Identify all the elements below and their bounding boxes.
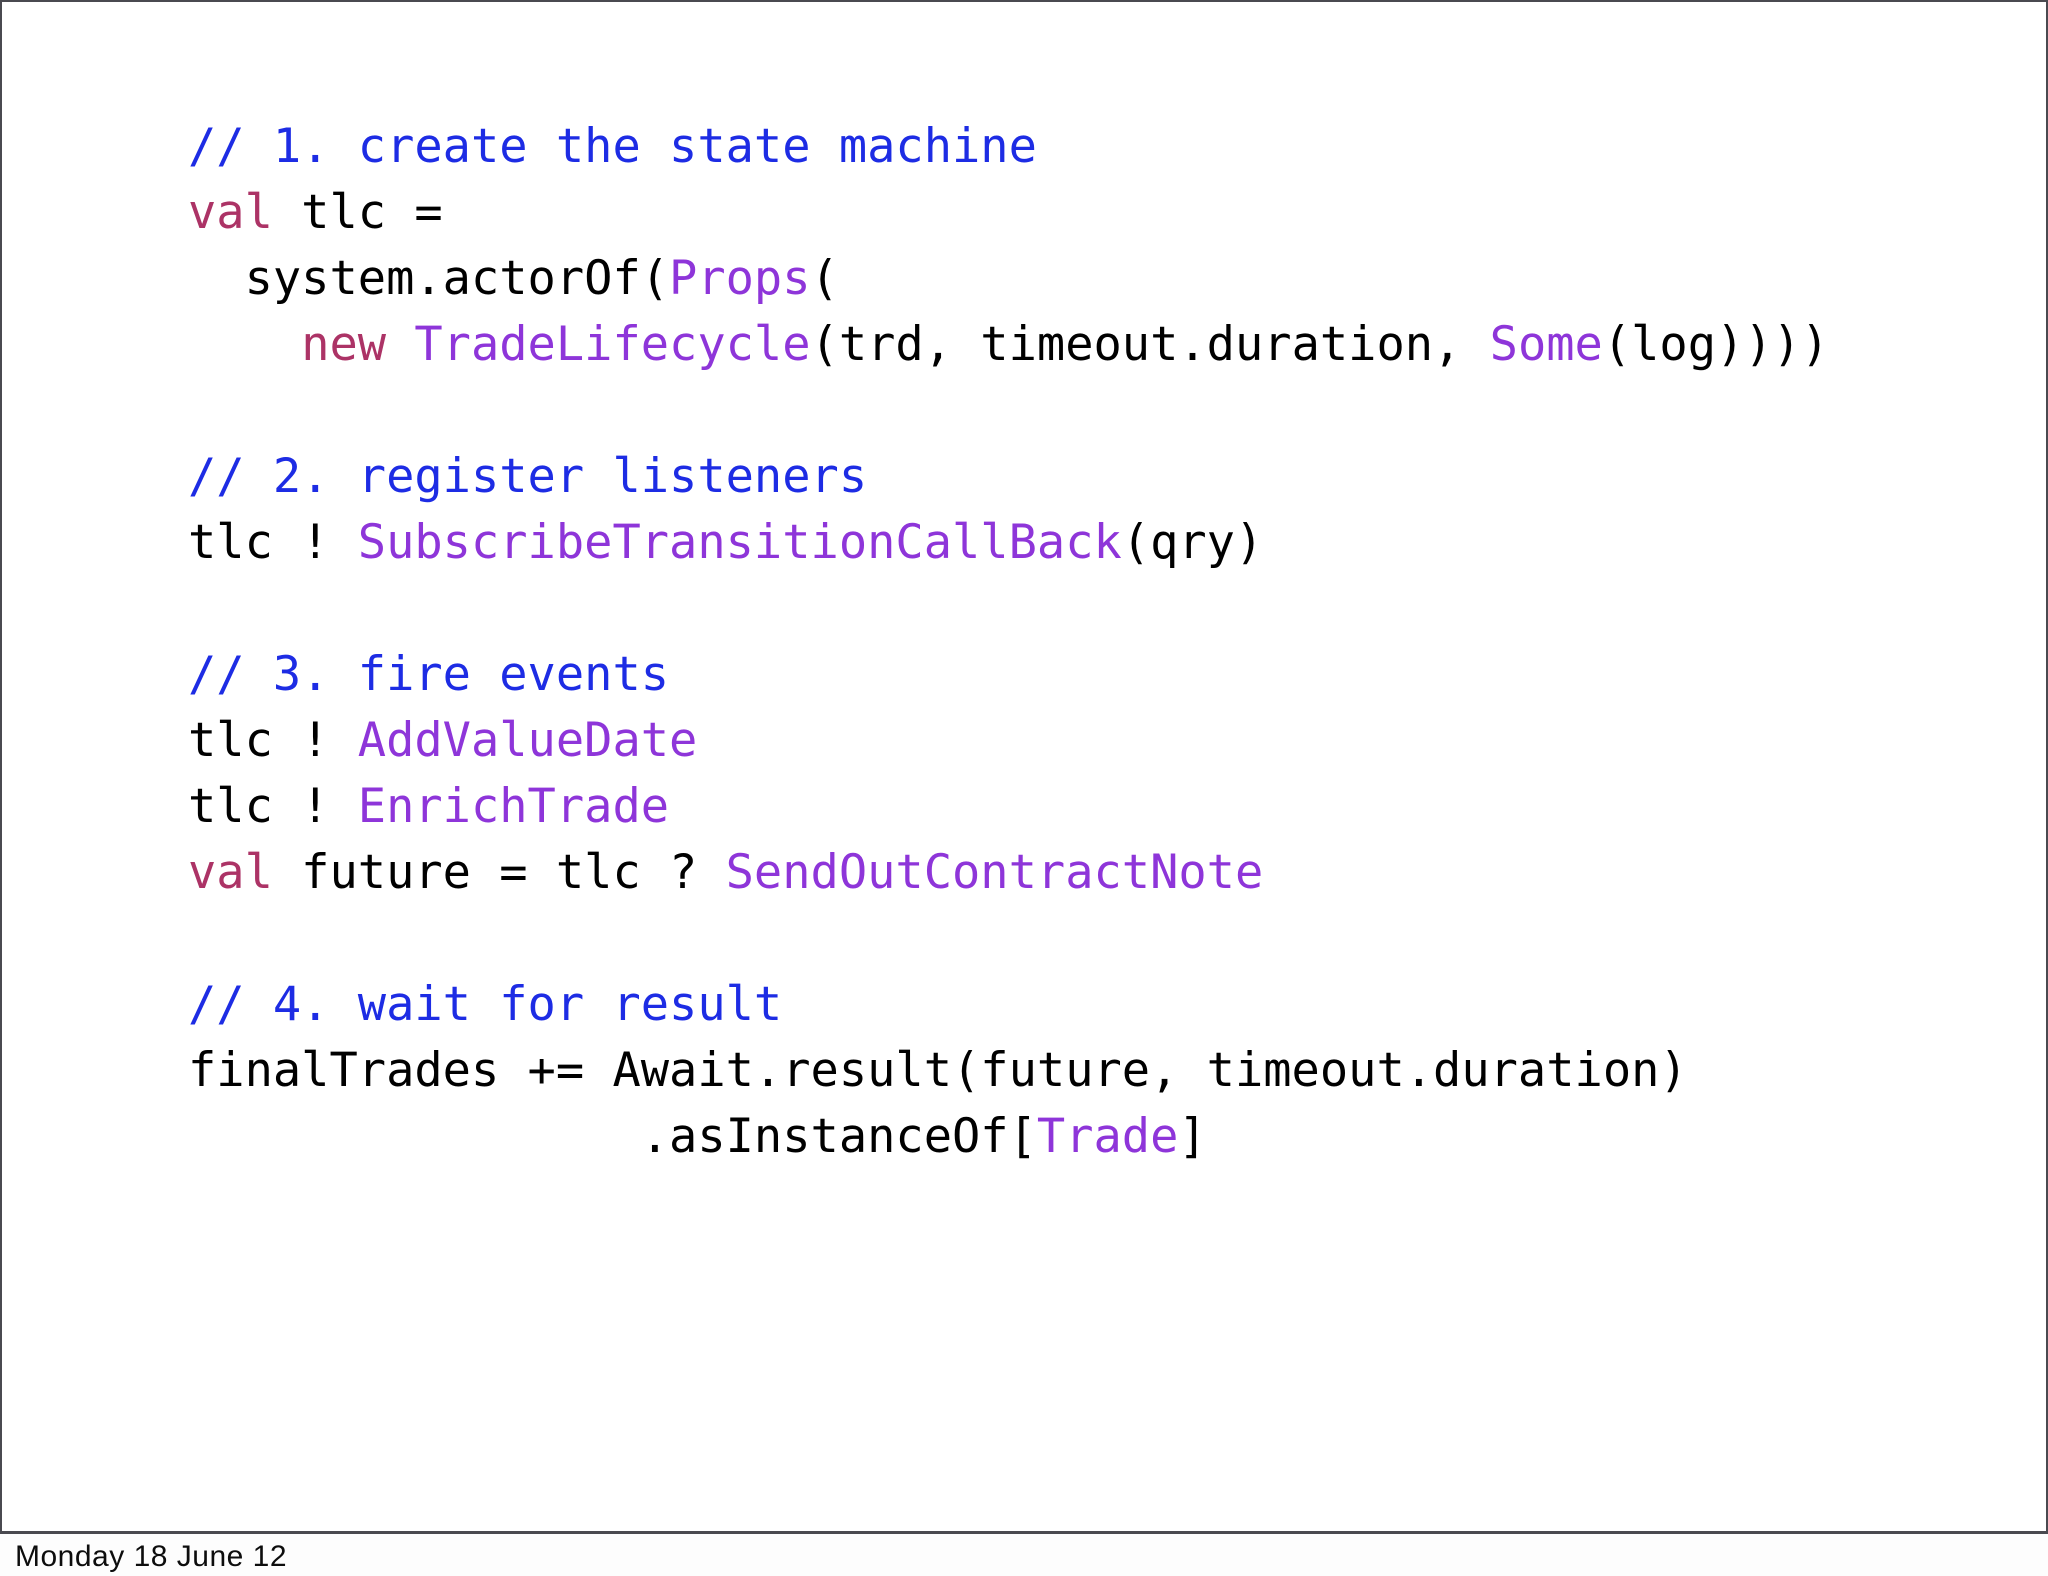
code-token-type: AddValueDate [357, 713, 698, 768]
code-line: finalTrades += Await.result(future, time… [188, 1038, 1829, 1104]
code-line: // 2. register listeners [188, 444, 1829, 510]
code-token-plain: ] [1178, 1109, 1207, 1164]
code-line: val tlc = [188, 180, 1829, 246]
code-token-plain: (trd, timeout.duration, [810, 317, 1490, 372]
code-line: // 3. fire events [188, 642, 1829, 708]
code-token-plain: finalTrades += Await.result(future, time… [188, 1043, 1688, 1098]
code-line: val future = tlc ? SendOutContractNote [188, 840, 1829, 906]
code-token-comment: // 3. fire events [188, 647, 670, 702]
code-line: system.actorOf(Props( [188, 246, 1829, 312]
slide-date: Monday 18 June 12 [15, 1540, 288, 1573]
code-line: tlc ! SubscribeTransitionCallBack(qry) [188, 510, 1829, 576]
code-line: tlc ! EnrichTrade [188, 774, 1829, 840]
code-token-type: Trade [1036, 1109, 1179, 1164]
code-token-plain: tlc ! [188, 779, 358, 834]
code-token-plain: (log)))) [1602, 317, 1830, 372]
code-token-plain [188, 317, 301, 372]
code-token-plain: tlc ! [188, 713, 358, 768]
code-token-plain: (qry) [1121, 515, 1264, 570]
code-token-type: TradeLifecycle [414, 317, 811, 372]
code-token-plain: ( [810, 251, 839, 306]
code-token-plain: future = tlc ? [272, 845, 726, 900]
code-token-type: EnrichTrade [357, 779, 670, 834]
code-token-type: Props [669, 251, 811, 306]
code-token-type: SubscribeTransitionCallBack [357, 515, 1122, 570]
code-token-comment: // 2. register listeners [188, 449, 868, 504]
code-token-plain: system.actorOf( [188, 251, 670, 306]
code-line: .asInstanceOf[Trade] [188, 1104, 1829, 1170]
code-token-type: Some [1489, 317, 1603, 372]
code-token-plain [386, 317, 414, 372]
code-token-keyword: val [188, 845, 273, 900]
code-token-plain: tlc ! [188, 515, 358, 570]
code-token-keyword: val [188, 185, 273, 240]
code-line: // 1. create the state machine [188, 114, 1829, 180]
code-line [188, 576, 1829, 642]
code-token-comment: // 1. create the state machine [188, 119, 1037, 174]
code-token-keyword: new [301, 317, 387, 372]
code-token-type: SendOutContractNote [725, 845, 1264, 900]
code-line [188, 378, 1829, 444]
code-line [188, 906, 1829, 972]
code-line: tlc ! AddValueDate [188, 708, 1829, 774]
code-line: // 4. wait for result [188, 972, 1829, 1038]
code-token-comment: // 4. wait for result [188, 977, 783, 1032]
code-token-plain: .asInstanceOf[ [188, 1109, 1037, 1164]
code-line: new TradeLifecycle(trd, timeout.duration… [188, 312, 1829, 378]
code-token-plain: tlc = [272, 185, 443, 240]
